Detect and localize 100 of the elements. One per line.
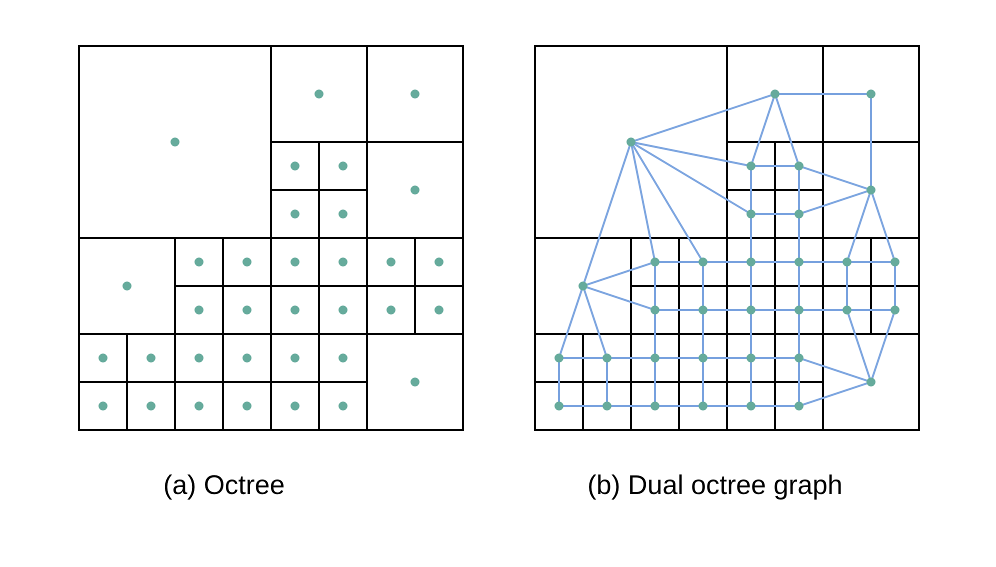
graph-edge bbox=[798, 362, 800, 402]
graph-node-dot bbox=[746, 258, 756, 266]
cell-center-dot bbox=[338, 354, 348, 362]
graph-edge bbox=[798, 170, 800, 210]
cell-center-dot bbox=[146, 354, 156, 362]
graph-edge bbox=[754, 261, 796, 263]
graph-edge bbox=[798, 218, 800, 258]
graph-edge bbox=[706, 261, 748, 263]
graph-edge bbox=[802, 358, 868, 382]
cell-center-dot bbox=[194, 354, 204, 362]
cell-center-dot bbox=[338, 210, 348, 218]
cell-center-dot bbox=[194, 306, 204, 314]
cell-center-dot bbox=[338, 306, 348, 314]
graph-edge bbox=[606, 362, 608, 402]
graph-node-dot bbox=[650, 402, 660, 410]
graph-node-dot bbox=[554, 402, 564, 410]
graph-node-dot bbox=[890, 258, 900, 266]
graph-edge bbox=[654, 362, 656, 402]
panel-caption: (b) Dual octree graph bbox=[587, 469, 843, 501]
graph-edge bbox=[658, 357, 700, 359]
graph-edge bbox=[610, 357, 652, 359]
graph-node-dot bbox=[794, 402, 804, 410]
graph-edge bbox=[634, 142, 748, 166]
cell-center-dot bbox=[242, 306, 252, 314]
graph-node-dot bbox=[866, 186, 876, 194]
cell-center-dot bbox=[314, 90, 324, 98]
graph-edge bbox=[562, 405, 604, 407]
graph-edge bbox=[754, 213, 796, 215]
graph-node-dot bbox=[698, 354, 708, 362]
cell-center-dot bbox=[194, 402, 204, 410]
graph-edge bbox=[658, 309, 700, 311]
graph-edge bbox=[583, 289, 607, 355]
cell-center-dot bbox=[338, 162, 348, 170]
graph-edge bbox=[850, 261, 892, 263]
graph-edge bbox=[634, 143, 748, 213]
cell-center-dot bbox=[170, 138, 180, 146]
cell-center-dot bbox=[410, 90, 420, 98]
cell-center-dot bbox=[338, 258, 348, 266]
cell-center-dot bbox=[290, 210, 300, 218]
cell-center-dot bbox=[290, 258, 300, 266]
cell-center-dot bbox=[290, 306, 300, 314]
graph-edge bbox=[630, 145, 656, 259]
graph-node-dot bbox=[578, 282, 588, 290]
graph-edge bbox=[775, 97, 799, 163]
graph-edge bbox=[658, 261, 700, 263]
graph-edge bbox=[586, 262, 652, 286]
graph-edge bbox=[798, 266, 800, 306]
graph-node-dot bbox=[842, 258, 852, 266]
graph-edge bbox=[751, 97, 775, 163]
graph-edge bbox=[847, 313, 871, 379]
cell-center-dot bbox=[410, 378, 420, 386]
cell-center-dot bbox=[242, 258, 252, 266]
graph-node-dot bbox=[866, 378, 876, 386]
graph-edge bbox=[871, 193, 895, 259]
graph-edge bbox=[871, 313, 895, 379]
graph-edge bbox=[750, 266, 752, 306]
graph-node-dot bbox=[650, 306, 660, 314]
graph-edge bbox=[750, 362, 752, 402]
cell-center-dot bbox=[386, 306, 396, 314]
graph-node-dot bbox=[794, 258, 804, 266]
cell-center-dot bbox=[434, 306, 444, 314]
graph-node-dot bbox=[650, 258, 660, 266]
cell-center-dot bbox=[434, 258, 444, 266]
cell-center-dot bbox=[290, 162, 300, 170]
graph-edge bbox=[706, 357, 748, 359]
graph-node-dot bbox=[746, 402, 756, 410]
graph-node-dot bbox=[794, 306, 804, 314]
cell-center-dot bbox=[98, 354, 108, 362]
cell-center-dot bbox=[386, 258, 396, 266]
graph-edge bbox=[846, 266, 848, 306]
graph-node-dot bbox=[626, 138, 636, 146]
cell-center-dot bbox=[242, 354, 252, 362]
cell-center-dot bbox=[146, 402, 156, 410]
graph-edge bbox=[802, 261, 844, 263]
panel-caption: (a) Octree bbox=[163, 469, 285, 501]
cell-center-dot bbox=[194, 258, 204, 266]
graph-edge bbox=[870, 98, 872, 186]
graph-node-dot bbox=[698, 258, 708, 266]
graph-edge bbox=[802, 382, 868, 406]
graph-edge bbox=[562, 357, 604, 359]
graph-edge bbox=[754, 357, 796, 359]
cell-center-dot bbox=[338, 402, 348, 410]
cell-center-dot bbox=[410, 186, 420, 194]
graph-edge bbox=[702, 314, 704, 354]
graph-edge bbox=[850, 309, 892, 311]
graph-node-dot bbox=[554, 354, 564, 362]
graph-edge bbox=[802, 309, 844, 311]
graph-node-dot bbox=[866, 90, 876, 98]
cell-center-dot bbox=[98, 402, 108, 410]
graph-edge bbox=[610, 405, 652, 407]
graph-edge bbox=[583, 145, 631, 283]
graph-edge bbox=[654, 314, 656, 354]
graph-edge bbox=[778, 93, 868, 95]
graph-node-dot bbox=[650, 354, 660, 362]
graph-edge bbox=[802, 190, 868, 214]
graph-node-dot bbox=[602, 354, 612, 362]
graph-edge bbox=[847, 193, 871, 259]
graph-edge bbox=[750, 170, 752, 210]
graph-edge bbox=[702, 362, 704, 402]
graph-edge bbox=[706, 309, 748, 311]
